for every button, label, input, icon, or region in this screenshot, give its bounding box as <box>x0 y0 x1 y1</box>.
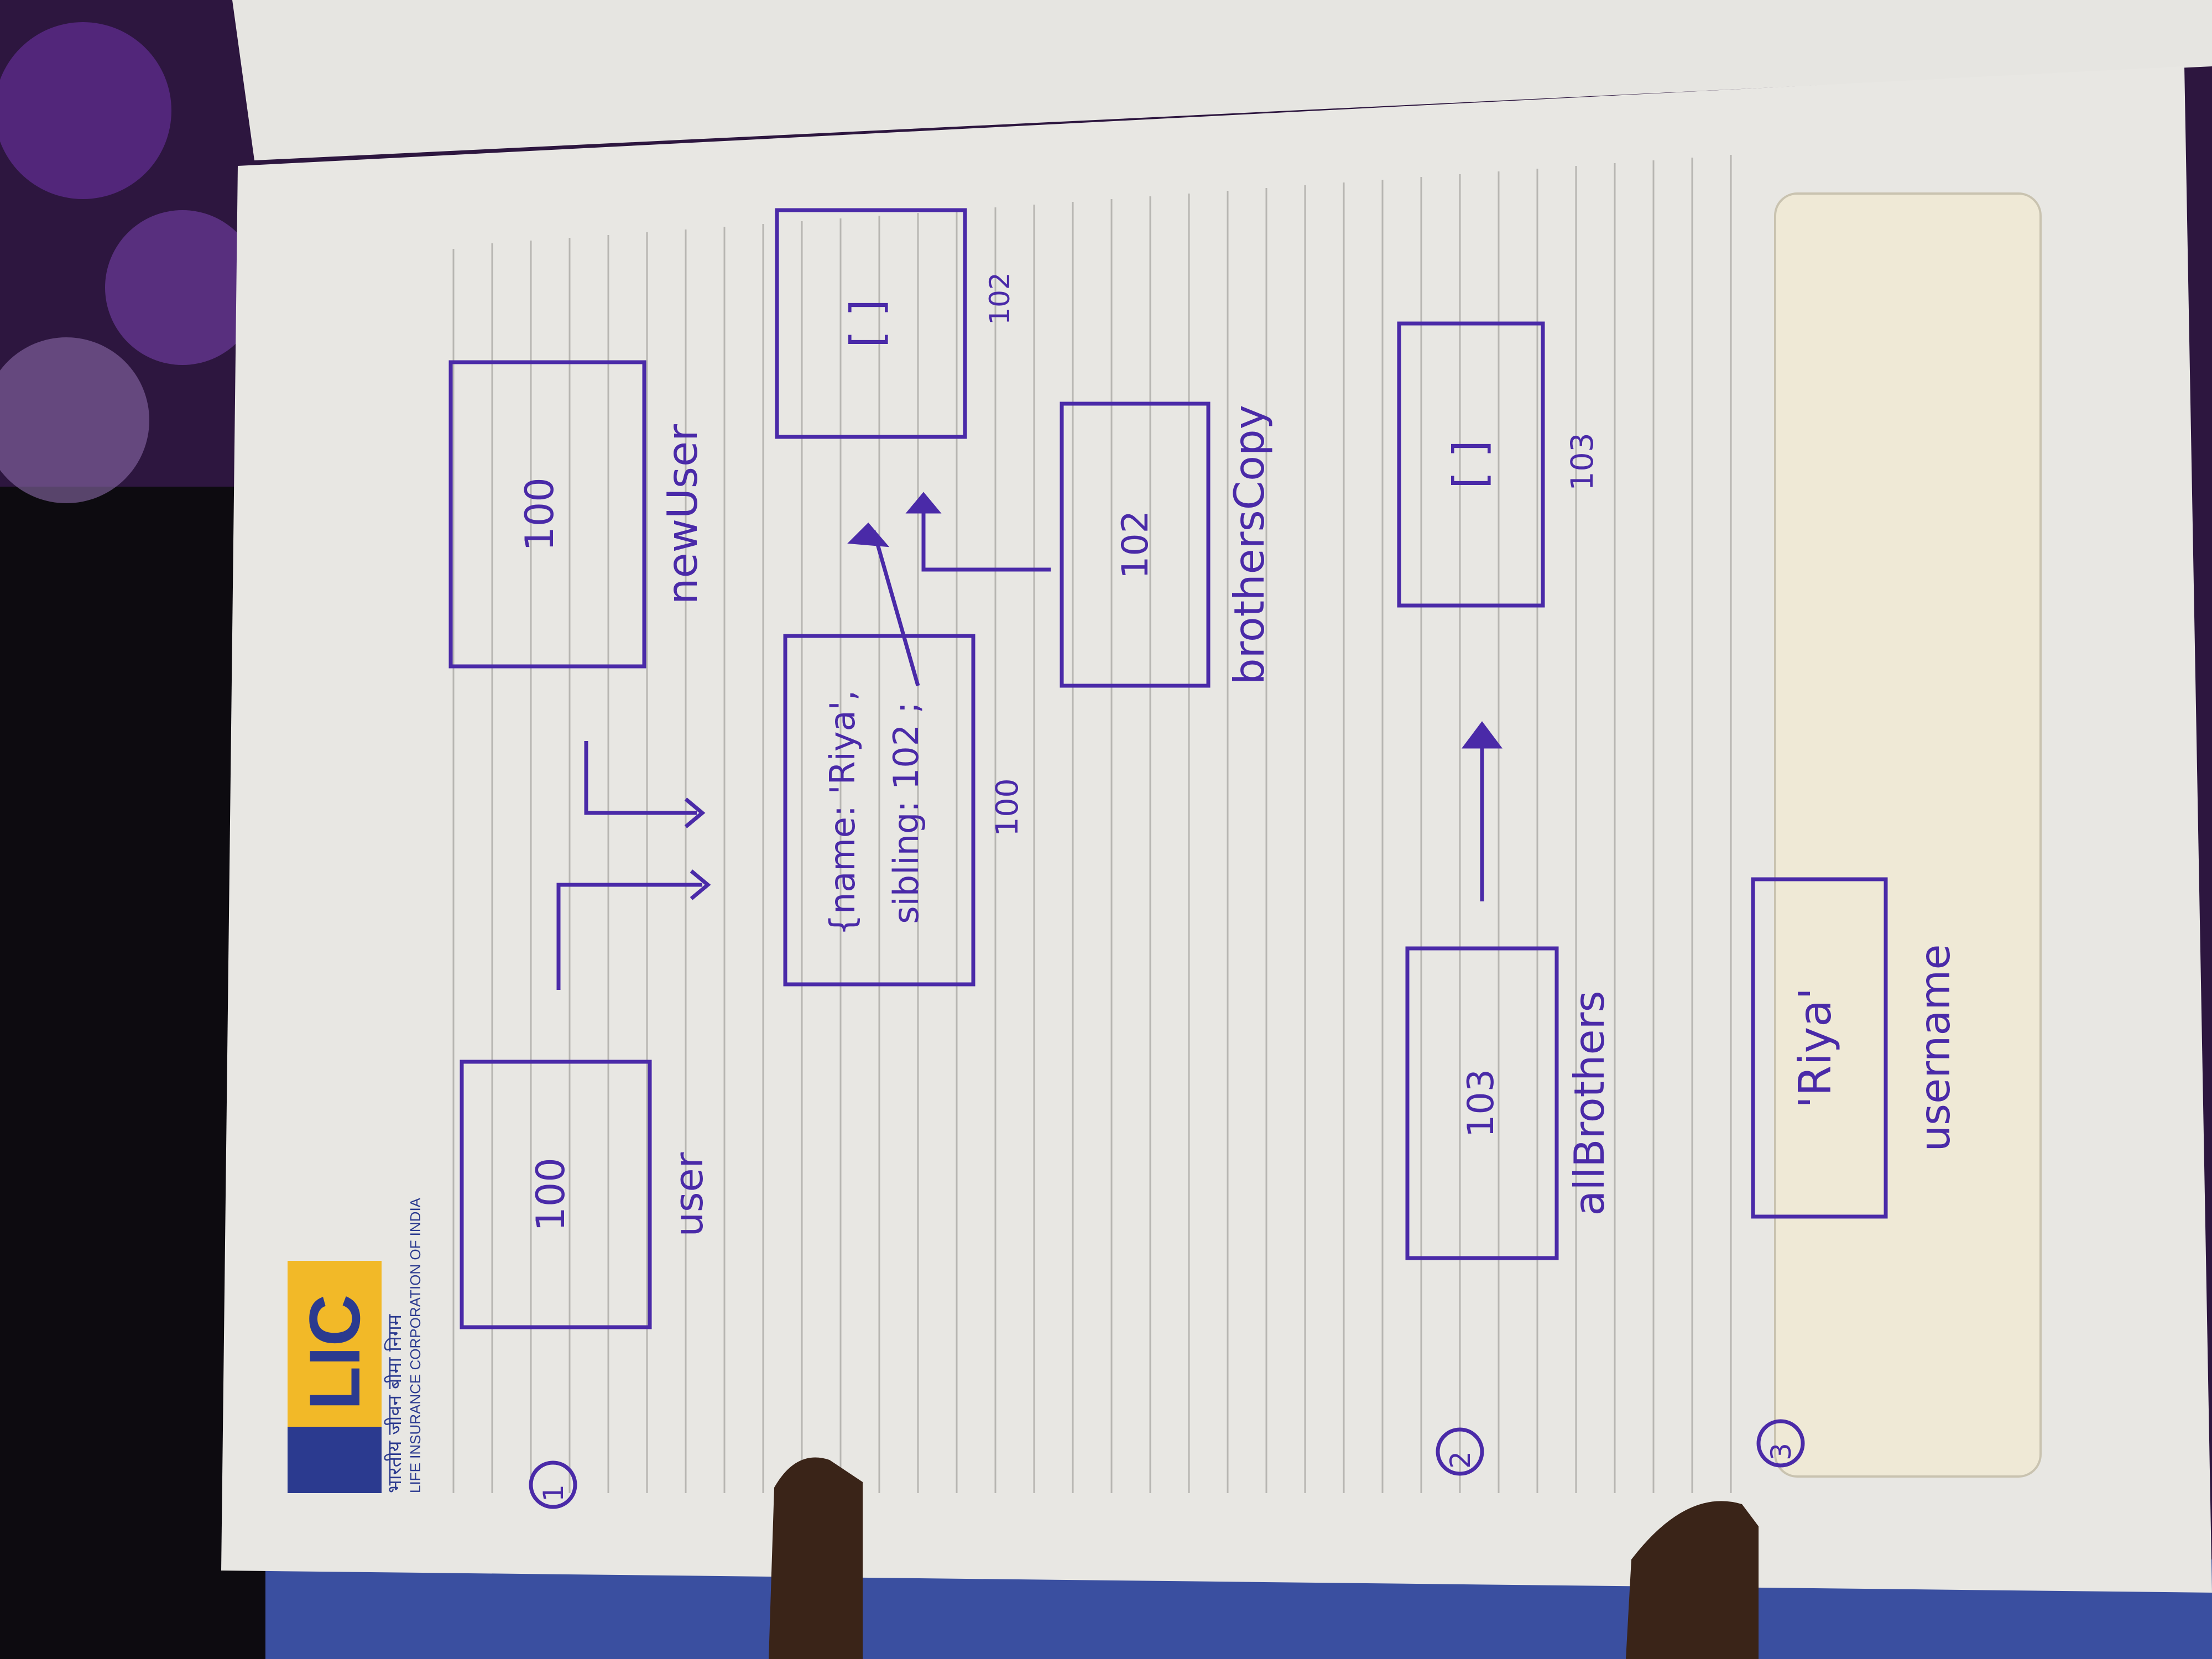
newuser-label: newUser <box>658 424 707 604</box>
array-102-address: 102 <box>984 272 1016 325</box>
notebook-page <box>221 66 2212 1593</box>
array-103-box <box>1397 321 1545 608</box>
lic-logo-text: LIC <box>294 1295 375 1410</box>
newuser-box <box>448 360 646 669</box>
section-3-number: 3 <box>1765 1443 1797 1460</box>
object-box <box>783 634 975 987</box>
lic-english-text: LIFE INSURANCE CORPORATION OF INDIA <box>407 1197 424 1493</box>
upper-page <box>232 0 2212 160</box>
user-pointer-arrowhead <box>690 869 711 900</box>
username-label: username <box>1911 945 1959 1152</box>
flower-pattern <box>0 22 171 199</box>
allbrothers-label: allBrothers <box>1565 990 1614 1215</box>
lic-hindi-text: भारतीय जीवन बीमा निगम <box>384 1314 406 1493</box>
flower-pattern <box>105 210 260 365</box>
sibling-arrow <box>872 530 920 686</box>
sibling-arrowhead <box>847 522 890 547</box>
allbrothers-pointer-arrowhead <box>1462 721 1503 749</box>
section-1-marker <box>529 1460 577 1509</box>
brotherscopy-label: brothersCopy <box>1225 405 1274 685</box>
user-box <box>460 1060 652 1329</box>
username-box-value: 'Riya' <box>1790 988 1841 1108</box>
user-pointer-arrow <box>556 883 702 990</box>
lic-logo-emblem <box>288 1427 382 1493</box>
footer-panel <box>1774 192 2042 1478</box>
user-label: user <box>666 1152 712 1237</box>
section-2-number: 2 <box>1444 1451 1477 1469</box>
ruled-lines <box>452 155 1732 1493</box>
lic-logo: LIC भारतीय जीवन बीमा निगम LIFE INSURANCE… <box>288 1197 424 1493</box>
user-box-value: 100 <box>528 1157 573 1232</box>
brotherscopy-box <box>1060 401 1211 688</box>
section-3-marker <box>1756 1419 1805 1468</box>
allbrothers-box-value: 103 <box>1460 1069 1502 1138</box>
array-102-content: [ ] <box>841 299 893 348</box>
left-thumb <box>769 1457 863 1659</box>
flower-pattern <box>0 337 149 503</box>
object-line-sibling: sibling: 102 ; <box>886 702 926 924</box>
allbrothers-box <box>1405 946 1559 1260</box>
object-address: 100 <box>989 779 1025 837</box>
section-1-number: 1 <box>538 1484 570 1502</box>
object-line-name: {name: 'Riya', <box>822 690 863 936</box>
dark-shadow <box>0 487 265 1659</box>
right-thumb <box>1626 1501 1759 1659</box>
array-103-content: [ ] <box>1444 440 1495 489</box>
brotherscopy-box-value: 102 <box>1115 510 1156 579</box>
brotherscopy-pointer-arrow <box>921 500 1051 572</box>
brotherscopy-pointer-arrowhead <box>905 492 942 514</box>
newuser-pointer-arrowhead <box>684 797 706 828</box>
handwritten-labels: 1 2 3 100 user 100 newUser {name: 'Riya'… <box>517 272 1959 1502</box>
handwriting <box>448 208 1888 1509</box>
array-102-box <box>775 208 967 439</box>
array-103-address: 103 <box>1564 433 1600 491</box>
newuser-pointer-arrow <box>584 741 697 815</box>
section-2-marker <box>1436 1427 1484 1476</box>
newuser-box-value: 100 <box>517 477 562 551</box>
username-box <box>1751 877 1888 1219</box>
